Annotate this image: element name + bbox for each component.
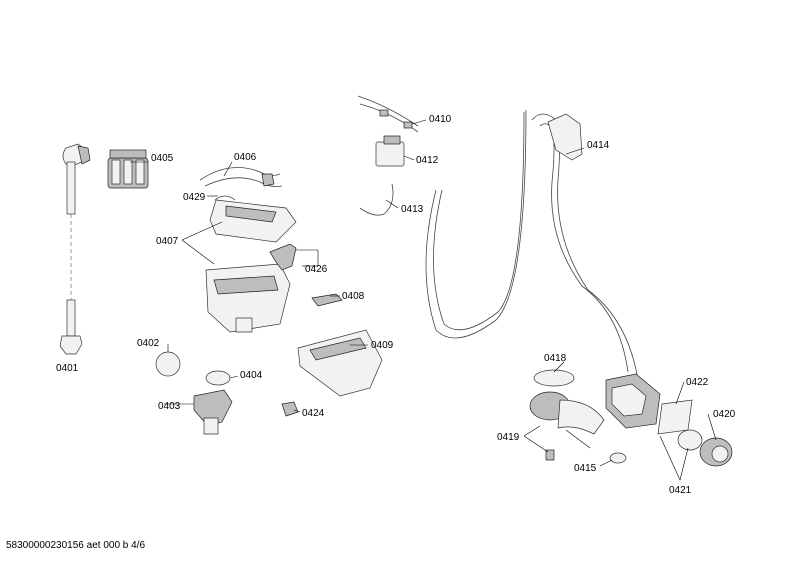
part-0414-coupling: [547, 113, 583, 161]
label-0404: 0404: [240, 370, 263, 381]
label-0418: 0418: [544, 353, 567, 364]
label-0419: 0419: [497, 432, 520, 443]
label-0426: 0426: [305, 264, 328, 275]
label-0402: 0402: [137, 338, 160, 349]
part-0418-0419-sump: [529, 369, 605, 461]
label-0424: 0424: [302, 408, 325, 419]
label-0405: 0405: [151, 153, 174, 164]
drain-pump: [605, 373, 661, 429]
part-0426-clip: [269, 243, 297, 271]
label-0403: 0403: [158, 401, 181, 412]
part-0403-elbow: [193, 389, 233, 435]
part-0404-clamp: [205, 370, 231, 386]
part-0424-connector: [281, 401, 299, 417]
label-0422: 0422: [686, 377, 709, 388]
document-footer: 58300000230156 aet 000 b 4/6: [6, 540, 146, 551]
leader-lines: [130, 119, 717, 481]
label-0410: 0410: [429, 114, 452, 125]
part-0415-clamp: [609, 452, 627, 464]
part-0408-bracket: [311, 293, 343, 307]
part-0420-filter: [677, 429, 733, 467]
part-0413-tube: [359, 183, 394, 216]
label-0409: 0409: [371, 340, 394, 351]
label-0408: 0408: [342, 291, 365, 302]
label-0412: 0412: [416, 155, 439, 166]
label-0407: 0407: [156, 236, 179, 247]
label-0429: 0429: [183, 192, 206, 203]
label-0415: 0415: [574, 463, 597, 474]
part-0410-harness: [357, 95, 419, 133]
part-0412-switch: [375, 135, 405, 167]
label-0406: 0406: [234, 152, 257, 163]
part-0422-gasket: [657, 399, 693, 435]
label-0421: 0421: [669, 485, 692, 496]
label-0414: 0414: [587, 140, 610, 151]
label-0420: 0420: [713, 409, 736, 420]
part-0407-dispenser-housing: [205, 199, 297, 333]
part-labels: 0401 0402 0403 0404 0405 0406 0407 0408 …: [56, 114, 736, 496]
part-0401-inlet-hose: [59, 143, 91, 355]
part-0406-hoses: [199, 167, 283, 201]
part-0409-drawer: [297, 329, 383, 397]
part-0405-valve: [107, 149, 149, 189]
label-0401: 0401: [56, 363, 79, 374]
label-0413: 0413: [401, 204, 424, 215]
part-0402-clamp: [155, 351, 181, 377]
